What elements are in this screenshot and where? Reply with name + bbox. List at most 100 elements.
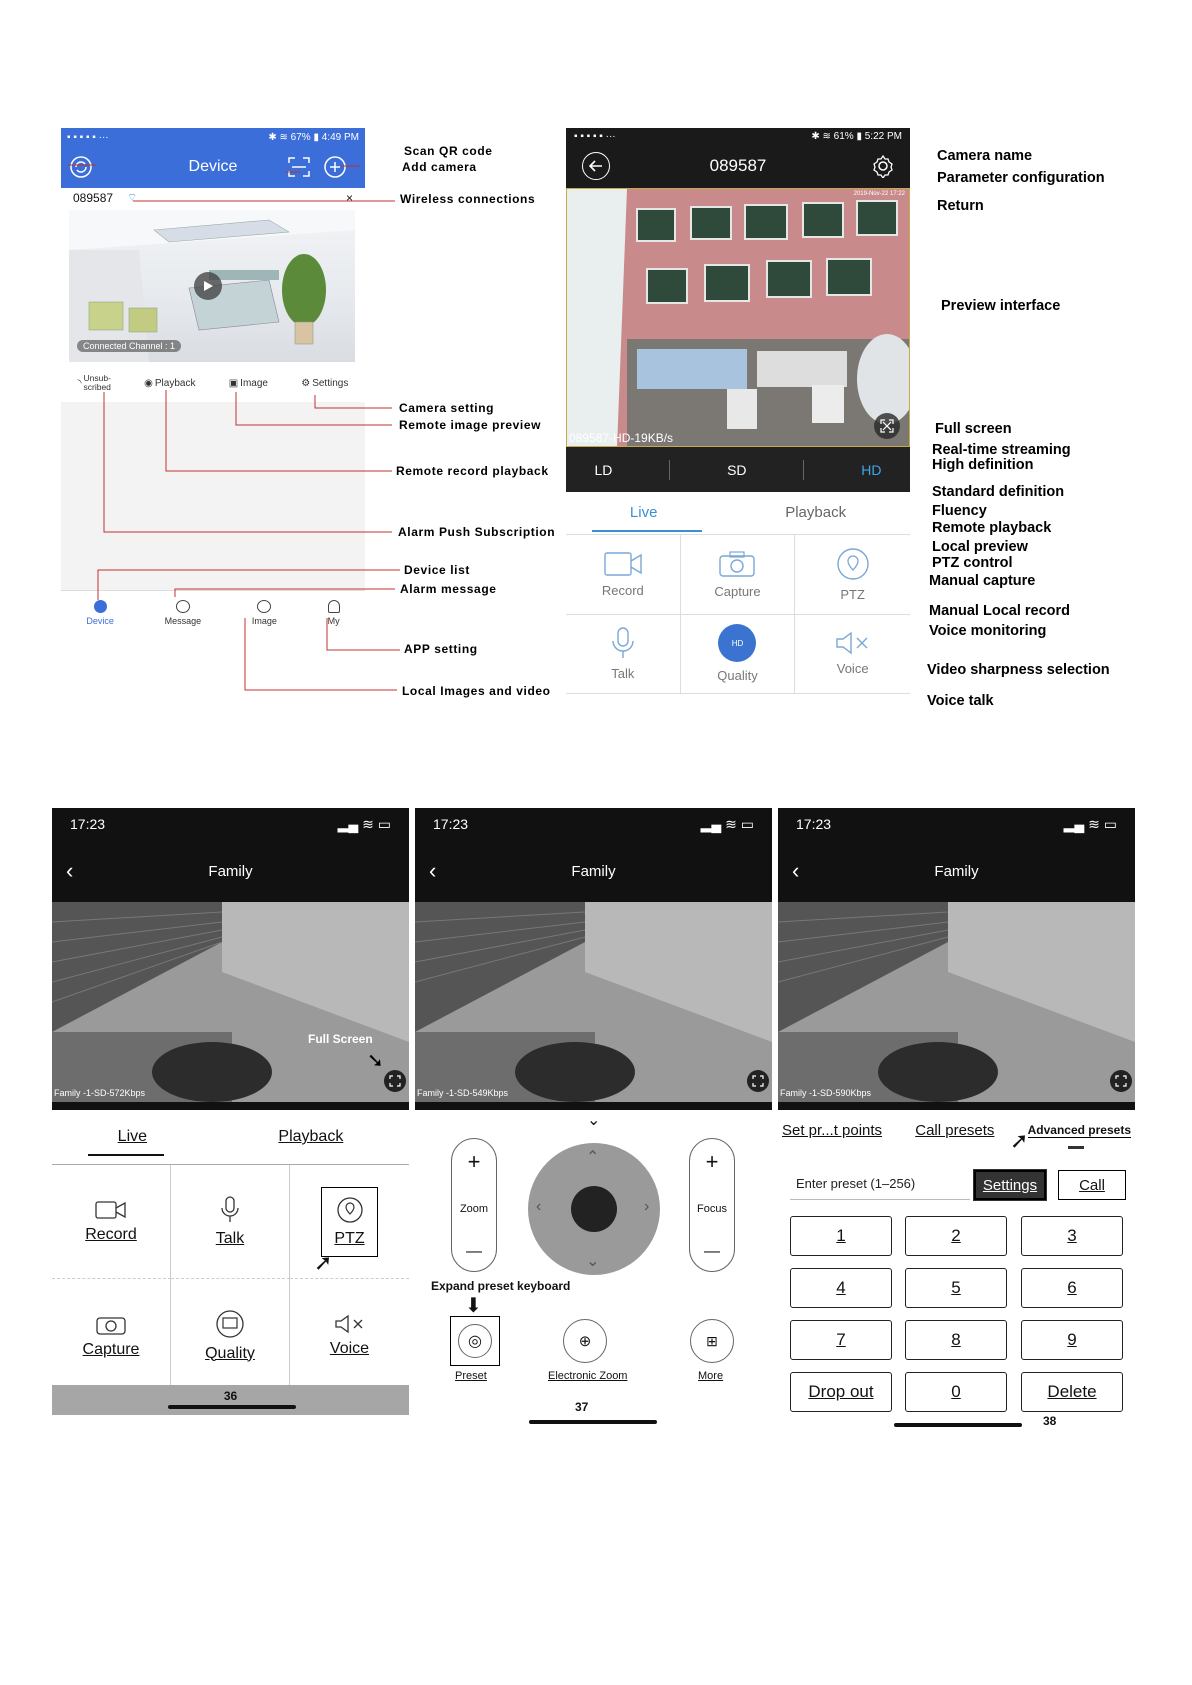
focus-out-button[interactable]: — [704, 1243, 720, 1260]
settings-button[interactable]: Settings [973, 1169, 1047, 1201]
capture-button[interactable]: Capture [680, 535, 796, 615]
zoom-in-button[interactable]: + [467, 1149, 481, 1174]
playback-button[interactable]: ◉Playback [144, 377, 196, 389]
device-preview-thumbnail[interactable]: Connected Channel : 1 [69, 210, 355, 362]
key-5[interactable]: 5 [905, 1268, 1007, 1308]
fullscreen-icon[interactable] [874, 413, 900, 439]
gear-icon: ⚙ [301, 377, 311, 389]
back-arrow-icon[interactable] [582, 152, 610, 180]
ann-ptz-control: PTZ control [932, 555, 1013, 571]
settings-button[interactable]: ⚙Settings [301, 377, 349, 389]
ann-alarm-message: Alarm message [400, 582, 497, 596]
device-row[interactable]: 089587 ⌔ × [61, 188, 365, 208]
add-camera-icon[interactable] [323, 155, 347, 179]
preset-input[interactable]: Enter preset (1–256) [790, 1168, 970, 1200]
person-icon [327, 600, 340, 613]
chevron-left-icon[interactable]: ‹ [792, 858, 800, 883]
up-arrow-icon[interactable]: ⌃ [586, 1149, 600, 1166]
tab-playback[interactable]: Playback [785, 503, 847, 521]
play-icon[interactable] [194, 272, 222, 300]
ann-app-setting: APP setting [404, 642, 478, 656]
chevron-left-icon[interactable]: ‹ [66, 858, 74, 883]
ptz-direction-pad[interactable]: ⌃ ⌄ ‹ › [528, 1143, 660, 1275]
tab-my[interactable]: My [327, 600, 340, 626]
voice-button[interactable]: Voice [290, 1279, 409, 1393]
refresh-icon[interactable] [69, 155, 93, 179]
tab-playback[interactable]: Playback [278, 1128, 344, 1145]
zoom-magnifier-icon[interactable]: ⊕ [563, 1319, 607, 1363]
focus-in-button[interactable]: + [705, 1149, 719, 1174]
quality-button[interactable]: HD Quality [680, 614, 796, 694]
talk-button[interactable]: Talk [171, 1165, 290, 1279]
key-6[interactable]: 6 [1021, 1268, 1123, 1308]
ann-device-list: Device list [404, 563, 470, 577]
arrow-down-right-icon: ➘ [367, 1050, 384, 1072]
key-2[interactable]: 2 [905, 1216, 1007, 1256]
key-1[interactable]: 1 [790, 1216, 892, 1256]
image-button[interactable]: ▣Image [228, 377, 268, 389]
key-8[interactable]: 8 [905, 1320, 1007, 1360]
unsubscribed-button[interactable]: ◝Unsub- scribed [77, 373, 111, 392]
key-7[interactable]: 7 [790, 1320, 892, 1360]
tab-call-presets[interactable]: Call presets [915, 1121, 995, 1139]
video-preview[interactable]: Family -1-SD-572Kbps Full Screen ➘ [52, 902, 409, 1102]
fullscreen-icon[interactable] [747, 1070, 769, 1092]
ld-button[interactable]: LD [594, 461, 613, 478]
ann-voice-talk: Voice talk [927, 693, 994, 709]
sd-button[interactable]: SD [727, 461, 747, 478]
status-bar: ▪ ▪ ▪ ▪ ▪ ··· ✱ ≋ 61% ▮ 5:22 PM [566, 128, 910, 144]
battery-icon: ▂▄ ≋ ▭ [337, 815, 391, 832]
tab-device[interactable]: Device [86, 600, 114, 626]
tab-set-presets[interactable]: Set pr...t points [782, 1121, 883, 1139]
fullscreen-icon[interactable] [384, 1070, 406, 1092]
room-scene [52, 902, 409, 1102]
tab-live[interactable]: Live [87, 1128, 164, 1156]
right-arrow-icon[interactable]: › [644, 1198, 650, 1215]
ptz-center-button[interactable] [571, 1186, 617, 1232]
zoom-label: Zoom [459, 1203, 489, 1215]
key-delete[interactable]: Delete [1021, 1372, 1123, 1412]
preset-button[interactable]: ◎ [450, 1316, 500, 1366]
ann-std-def: Standard definition [932, 484, 1065, 500]
video-preview[interactable]: Family -1-SD-549Kbps [415, 902, 772, 1102]
gear-icon[interactable] [870, 153, 896, 179]
tab-indicator [87, 1154, 164, 1156]
hd-button[interactable]: HD [861, 461, 882, 478]
video-preview[interactable]: Family -1-SD-590Kbps [778, 902, 1135, 1102]
tab-advanced-presets[interactable]: Advanced presets [1027, 1122, 1131, 1138]
tab-live[interactable]: Live [591, 504, 702, 532]
key-drop-out[interactable]: Drop out [790, 1372, 892, 1412]
call-button[interactable]: Call [1058, 1170, 1126, 1200]
close-icon[interactable]: × [345, 191, 353, 205]
zoom-out-button[interactable]: — [466, 1243, 482, 1260]
zoom-control[interactable]: + Zoom — [451, 1138, 497, 1272]
ptz-button[interactable]: PTZ [290, 1165, 409, 1279]
divider [669, 459, 671, 480]
left-arrow-icon[interactable]: ‹ [536, 1198, 542, 1215]
key-0[interactable]: 0 [905, 1372, 1007, 1412]
key-9[interactable]: 9 [1021, 1320, 1123, 1360]
chevron-down-icon[interactable]: ⌄ [587, 1112, 601, 1129]
chevron-left-icon[interactable]: ‹ [429, 858, 437, 883]
key-4[interactable]: 4 [790, 1268, 892, 1308]
fullscreen-icon[interactable] [1110, 1070, 1132, 1092]
grid-more-icon[interactable]: ⊞ [690, 1319, 734, 1363]
key-3[interactable]: 3 [1021, 1216, 1123, 1256]
record-button[interactable]: Record [52, 1165, 171, 1279]
record-button[interactable]: Record [566, 535, 681, 615]
tab-image[interactable]: Image [252, 600, 277, 626]
focus-control[interactable]: + Focus — [689, 1138, 735, 1272]
quality-button[interactable]: Quality [171, 1279, 290, 1393]
capture-button[interactable]: Capture [52, 1279, 171, 1393]
tab-message[interactable]: Message [165, 600, 201, 626]
scan-qr-icon[interactable] [287, 156, 311, 178]
down-arrow-icon[interactable]: ⌄ [586, 1253, 600, 1270]
ann-remote-playback: Remote playback [932, 520, 1052, 536]
timestamp: 2019-Nov-22 17:22 [853, 191, 905, 197]
video-preview[interactable]: 2019-Nov-22 17:22 089587-HD-19KB/s [566, 188, 910, 447]
room-scene [778, 902, 1135, 1102]
voice-button[interactable]: Voice [795, 615, 910, 694]
talk-button[interactable]: Talk [566, 614, 681, 694]
status-bar: 17:23▂▄ ≋ ▭ [778, 808, 1135, 840]
ptz-button[interactable]: PTZ [795, 535, 910, 615]
